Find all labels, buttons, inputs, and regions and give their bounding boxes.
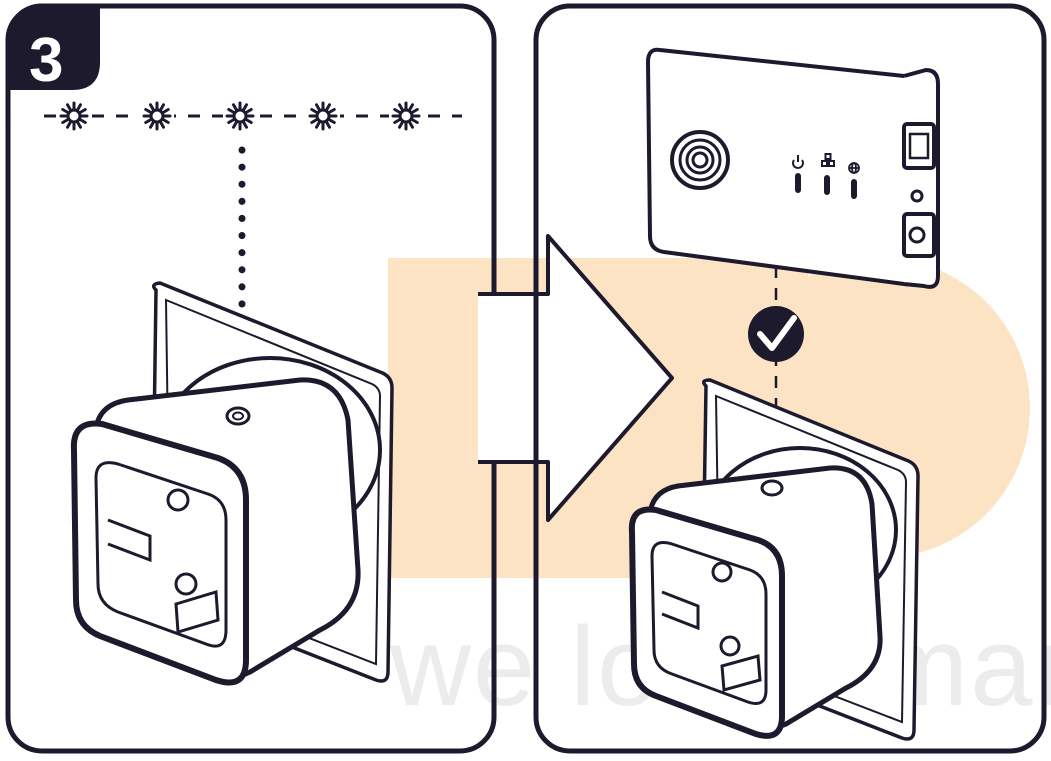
sun-burst-icon [389, 99, 423, 133]
right-panel-frame [533, 3, 1047, 754]
right-panel [533, 3, 1047, 754]
gateway-button [670, 130, 730, 190]
power-icon [792, 155, 804, 169]
arrow-right-icon [478, 234, 674, 522]
step-badge: 3 [10, 8, 100, 95]
plug-led-button-right [760, 479, 784, 497]
sun-burst-icon [57, 99, 91, 133]
smart-plug-right [628, 446, 898, 739]
smart-plug-left [70, 356, 382, 686]
step-badge-shape [10, 8, 100, 90]
blink-icons [57, 99, 423, 133]
globe-icon [848, 162, 860, 174]
sun-burst-icon [140, 99, 174, 133]
step-number: 3 [29, 26, 63, 95]
socket-ground-clip-bottom [174, 590, 220, 634]
gateway-device [645, 47, 940, 289]
socket-pin-hole-1 [166, 488, 190, 512]
socket-pin-hole-2 [174, 572, 198, 596]
sun-burst-icon [306, 99, 340, 133]
socket-ground-clip-top [107, 518, 152, 563]
reset-hole [910, 189, 924, 203]
checkmark-icon [748, 306, 804, 362]
sun-burst-icon [223, 99, 257, 133]
left-panel: 3 [5, 3, 497, 754]
network-icon [821, 153, 835, 167]
